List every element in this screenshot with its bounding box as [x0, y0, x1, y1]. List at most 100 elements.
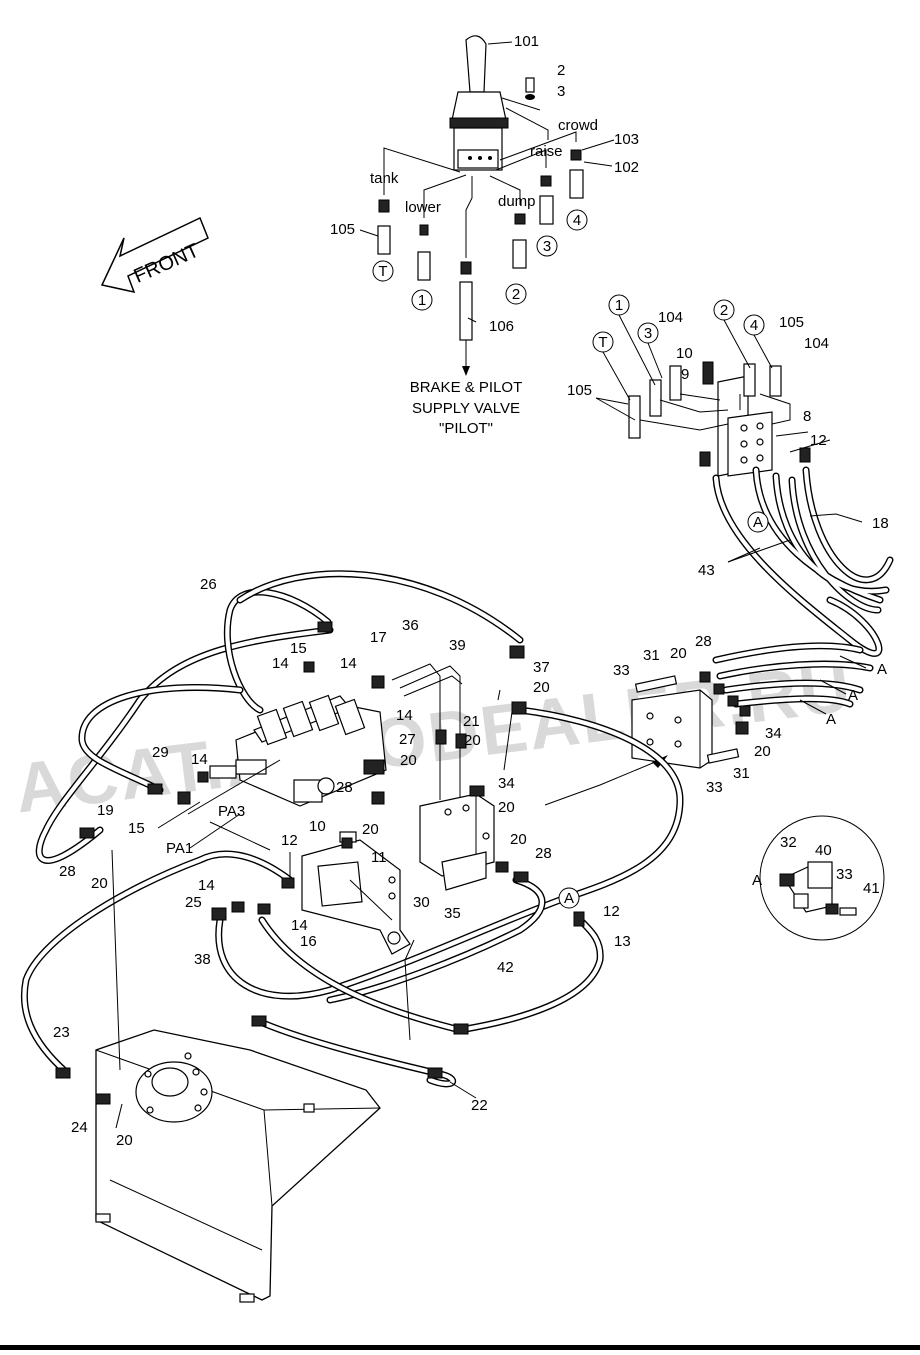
svg-text:A: A: [564, 890, 574, 907]
part-35: 35: [444, 905, 461, 922]
part-20-d: 20: [464, 732, 481, 749]
part-31-a: 31: [643, 647, 660, 664]
pilot-hose-bundle: [712, 466, 894, 708]
pilot-manifold-bracket: [702, 361, 773, 477]
supply-note-line2: SUPPLY VALVE: [412, 400, 520, 417]
part-20-f: 20: [754, 743, 771, 760]
label-raise: raise: [530, 143, 563, 160]
part-103: 103: [614, 131, 639, 148]
distribution-block: [631, 671, 751, 769]
part-A-3: A: [826, 711, 836, 728]
part-12-c: 12: [603, 903, 620, 920]
part-20-h: 20: [91, 875, 108, 892]
label-dump: dump: [498, 193, 536, 210]
callout-2-joystick: 2: [505, 283, 527, 305]
supply-note-line3: "PILOT": [439, 420, 493, 437]
misc-fittings: [55, 621, 585, 1105]
part-PA1: PA1: [166, 840, 193, 857]
detail-a-label: A: [752, 872, 762, 889]
svg-text:3: 3: [543, 238, 551, 255]
part-28-a: 28: [695, 633, 712, 650]
part-20-j: 20: [116, 1132, 133, 1149]
part-20-e: 20: [498, 799, 515, 816]
part-13: 13: [614, 933, 631, 950]
part-30: 30: [413, 894, 430, 911]
callout-2-manifold: 2: [713, 299, 735, 321]
callout-A-manifold: A: [747, 511, 769, 533]
supply-note-line1: BRAKE & PILOT: [410, 379, 523, 396]
part-25: 25: [185, 894, 202, 911]
part-28-d: 28: [535, 845, 552, 862]
part-12-b: 12: [281, 832, 298, 849]
part-26: 26: [200, 576, 217, 593]
pilot-tubes: [391, 663, 513, 800]
part-20-i: 20: [510, 831, 527, 848]
part-104-a: 104: [658, 309, 683, 326]
label-crowd: crowd: [558, 117, 598, 134]
callout-3-manifold: 3: [637, 322, 659, 344]
pilot-valve-block: [419, 785, 495, 891]
part-14-f: 14: [291, 917, 308, 934]
part-24: 24: [71, 1119, 88, 1136]
hydraulic-tank: [95, 1029, 381, 1303]
part-33-a: 33: [613, 662, 630, 679]
svg-text:1: 1: [615, 297, 623, 314]
part-17: 17: [370, 629, 387, 646]
part-40: 40: [815, 842, 832, 859]
part-14-d: 14: [191, 751, 208, 768]
part-27: 27: [399, 731, 416, 748]
part-23: 23: [53, 1024, 70, 1041]
part-32: 32: [780, 834, 797, 851]
part-43: 43: [698, 562, 715, 579]
label-tank: tank: [370, 170, 399, 187]
joystick-port-lines: [383, 97, 577, 376]
flow-arrow-line: [544, 759, 661, 806]
mounting-bracket: [301, 831, 411, 955]
main-control-valve: [209, 694, 387, 807]
part-10-a: 10: [676, 345, 693, 362]
part-10-b: 10: [309, 818, 326, 835]
page-bottom-rule: [0, 1345, 920, 1350]
part-105-b: 105: [779, 314, 804, 331]
part-28-b: 28: [336, 779, 353, 796]
part-29: 29: [152, 744, 169, 761]
svg-text:4: 4: [573, 212, 581, 229]
part-2: 2: [557, 62, 565, 79]
part-A-1: A: [877, 661, 887, 678]
svg-text:2: 2: [512, 286, 520, 303]
part-9: 9: [681, 366, 689, 383]
part-15-b: 15: [128, 820, 145, 837]
callout-4-joystick: 4: [566, 209, 588, 231]
part-21: 21: [463, 713, 480, 730]
part-number-labels: 101 2 3 103 102 105 106 104 105 104 10 9…: [53, 33, 889, 1149]
svg-text:2: 2: [720, 302, 728, 319]
detail-a-inset: [759, 815, 885, 941]
part-20-c: 20: [400, 752, 417, 769]
part-15-a: 15: [290, 640, 307, 657]
svg-text:3: 3: [644, 325, 652, 342]
part-36: 36: [402, 617, 419, 634]
part-12-a: 12: [810, 432, 827, 449]
svg-text:4: 4: [750, 317, 758, 334]
part-102: 102: [614, 159, 639, 176]
part-34-a: 34: [498, 775, 515, 792]
part-106: 106: [489, 318, 514, 335]
part-33-c: 33: [836, 866, 853, 883]
part-14-a: 14: [272, 655, 289, 672]
part-105-joystick: 105: [330, 221, 355, 238]
part-31-b: 31: [733, 765, 750, 782]
part-14-b: 14: [340, 655, 357, 672]
part-20-a: 20: [533, 679, 550, 696]
part-101: 101: [514, 33, 539, 50]
svg-text:T: T: [598, 334, 607, 351]
callout-3-joystick: 3: [536, 235, 558, 257]
part-28-c: 28: [59, 863, 76, 880]
front-arrow: FRONT: [100, 216, 209, 294]
part-105-c: 105: [567, 382, 592, 399]
manifold-leader-lines: [595, 314, 773, 421]
part-19: 19: [97, 802, 114, 819]
callout-T-joystick: T: [372, 260, 394, 282]
callout-1-joystick: 1: [411, 289, 433, 311]
part-3: 3: [557, 83, 565, 100]
